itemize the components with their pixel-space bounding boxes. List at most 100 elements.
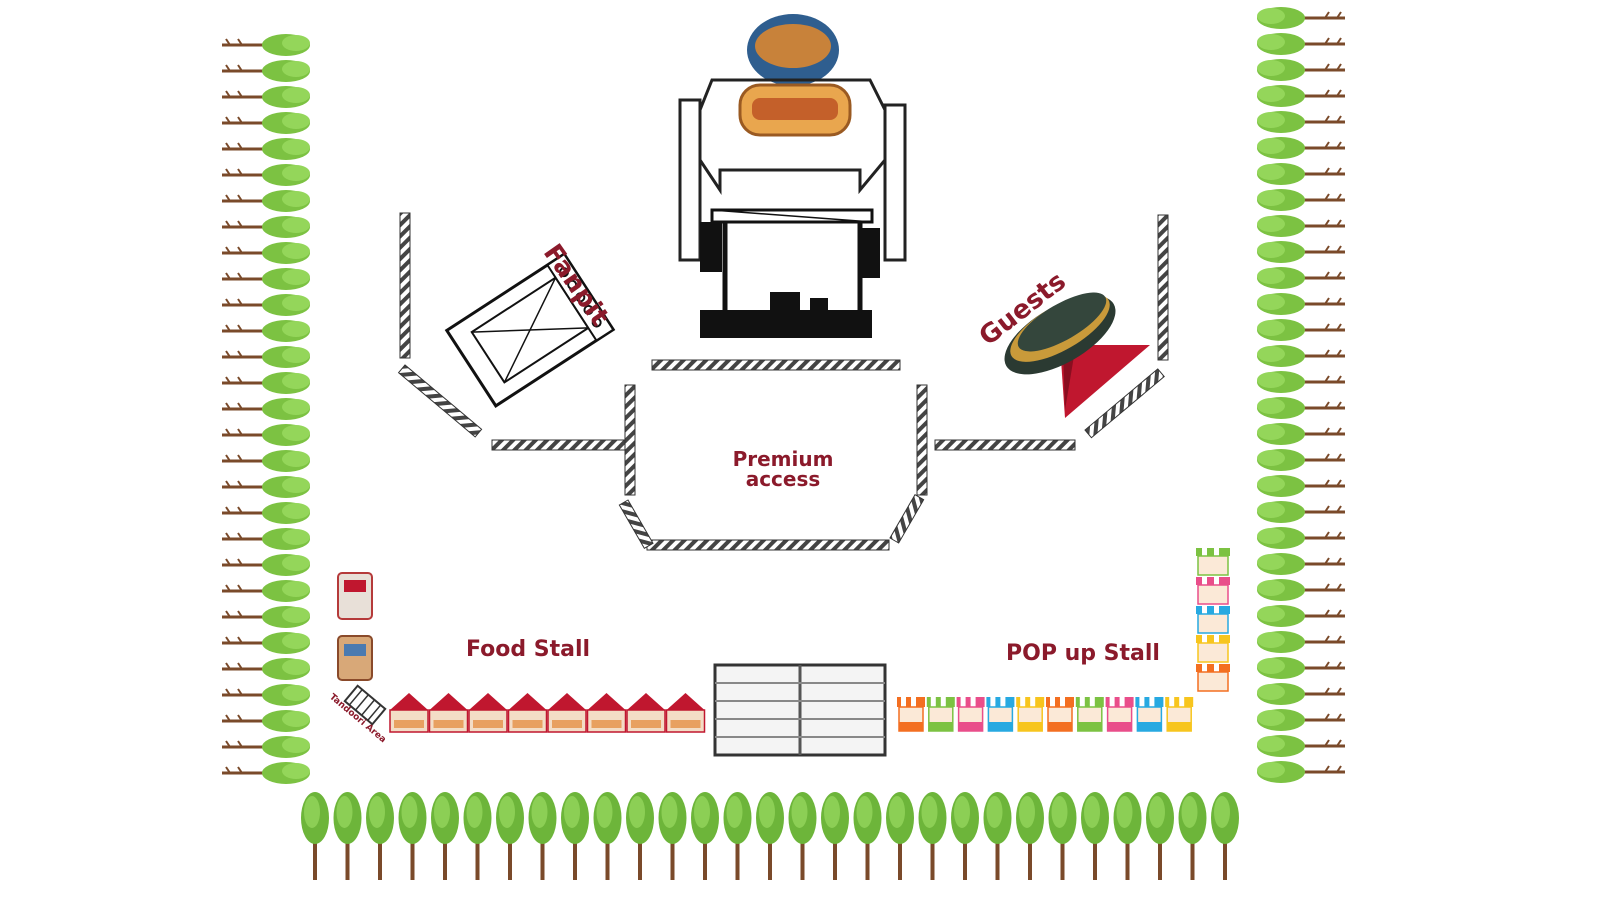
premium-access-enclosure [618,359,928,551]
tree-icon [1079,790,1111,882]
festival-logo-icon [738,14,852,137]
seating-grid-icon [713,663,887,757]
tree-icon [396,790,429,882]
tree-icon [220,760,312,786]
tree-icon [1255,473,1347,499]
striped-booth-icon [956,697,985,732]
tree-icon [429,790,461,882]
tree-icon [1255,681,1347,707]
tree-icon [220,682,312,708]
tree-icon [1255,135,1347,161]
striped-booth-icon [986,697,1015,732]
popup-stall-label: POP up Stall [1006,641,1160,666]
barricade-left-wing [397,212,628,451]
tree-line-bottom [299,790,1241,882]
tree-icon [1209,790,1241,882]
food-stall-label: Food Stall [466,637,591,662]
tree-icon [220,84,312,110]
tree-icon [1255,57,1347,83]
tree-icon [1255,161,1347,187]
tree-icon [1255,759,1347,785]
tree-icon [1255,551,1347,577]
tree-icon [220,58,312,84]
striped-booth-icon [1196,577,1230,605]
tree-icon [461,790,494,882]
tree-icon [220,604,312,630]
tree-icon [331,790,364,882]
premium-label-line2: access [745,467,821,491]
premium-access-label: Premium access [728,449,838,489]
tree-icon [949,790,981,882]
tree-icon [220,344,312,370]
tree-icon [1255,83,1347,109]
tree-icon [689,790,721,882]
tree-icon [1255,291,1347,317]
tree-icon [220,734,312,760]
red-tent-icon [586,693,627,733]
tree-icon [1014,790,1046,882]
tree-icon [220,422,312,448]
tree-icon [624,790,656,882]
tree-icon [1255,187,1347,213]
tree-icon [220,708,312,734]
tandoori-grill-icon [343,684,387,726]
tree-icon [220,578,312,604]
striped-booth-icon [1165,697,1194,732]
tree-icon [1144,790,1176,882]
popup-stall-column [1196,548,1230,692]
tree-icon [916,790,949,882]
tree-icon [1176,790,1209,882]
tree-icon [1255,707,1347,733]
tree-icon [1255,447,1347,473]
tree-icon [721,790,754,882]
tree-icon [786,790,819,882]
tree-icon [754,790,786,882]
main-stage [678,78,907,338]
tree-icon [1255,343,1347,369]
striped-booth-icon [1135,697,1164,732]
striped-booth-icon [1196,606,1230,634]
tree-icon [1255,525,1347,551]
tree-icon [1255,317,1347,343]
tree-icon [1255,421,1347,447]
red-tent-icon [468,693,508,733]
red-tent-icon [428,693,469,733]
tree-icon [1255,629,1347,655]
premium-label-line1: Premium [732,447,834,471]
tree-icon [299,790,331,882]
tree-icon [884,790,916,882]
tree-icon [1255,603,1347,629]
fanpit-platform-icon [444,252,616,408]
tree-icon [1255,577,1347,603]
tree-icon [1255,265,1347,291]
tree-icon [1255,369,1347,395]
tree-icon [1255,395,1347,421]
tree-icon [220,526,312,552]
tree-line-right [1255,5,1347,785]
tree-icon [1255,239,1347,265]
tree-icon [220,656,312,682]
tree-icon [220,136,312,162]
red-tent-icon [389,693,429,733]
tree-icon [656,790,689,882]
tree-icon [494,790,526,882]
tree-line-left [220,32,312,786]
tree-icon [220,318,312,344]
tree-icon [1111,790,1144,882]
tree-icon [851,790,884,882]
tree-icon [220,630,312,656]
red-tent-icon [626,693,666,733]
tree-icon [364,790,396,882]
striped-booth-icon [1196,635,1230,663]
tree-icon [1255,499,1347,525]
barricade-right-wing [934,214,1169,451]
guest-lounge-icon [1004,292,1150,418]
tree-icon [220,162,312,188]
tree-icon [220,240,312,266]
tree-icon [1255,655,1347,681]
tree-icon [220,552,312,578]
food-stall-row [389,693,706,733]
tree-icon [220,370,312,396]
tree-icon [220,188,312,214]
